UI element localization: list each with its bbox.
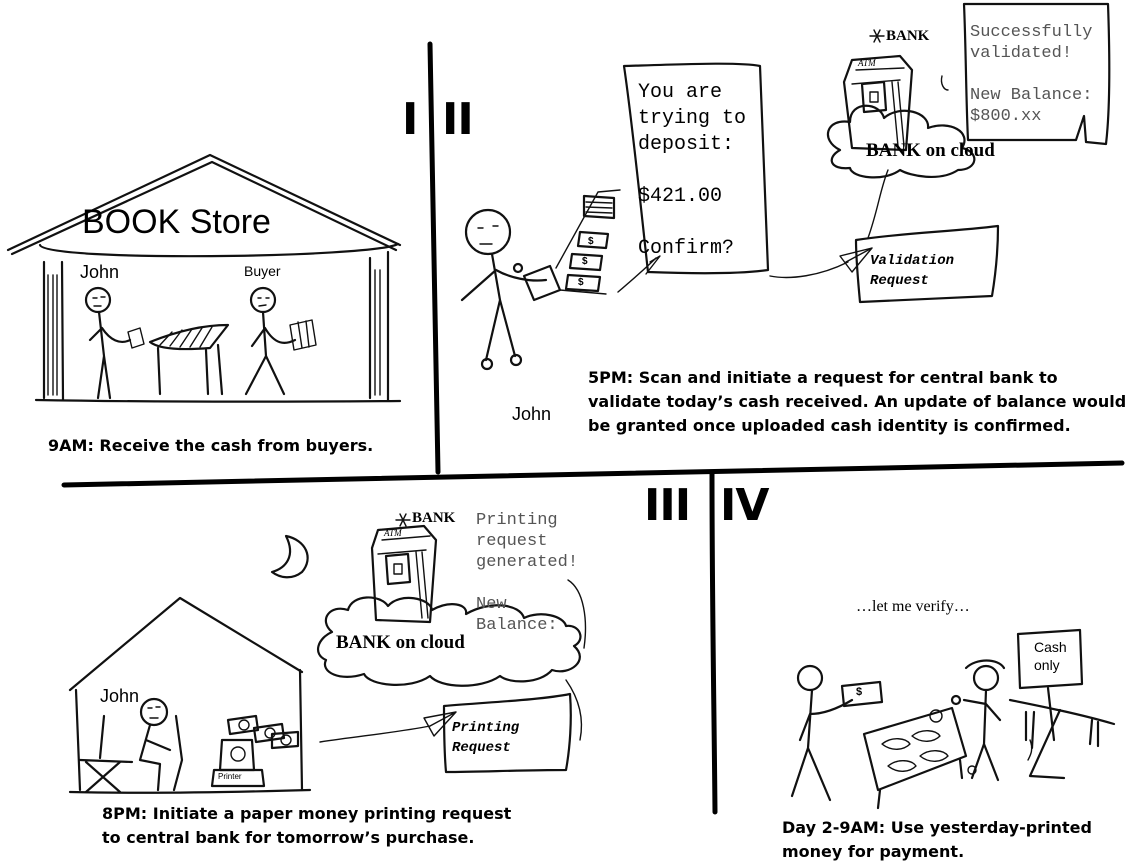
cloud-label-p3: BANK on cloud	[336, 632, 465, 654]
printing-request-label: Printing Request	[452, 718, 519, 758]
caption-p2-line2: validate today’s cash received. An updat…	[588, 390, 1126, 414]
bank-label-p2: BANK	[886, 28, 929, 45]
caption-p2-line1: 5PM: Scan and initiate a request for cen…	[588, 366, 1058, 390]
bill-symbol-c: $	[578, 277, 584, 288]
caption-p3-line2: to central bank for tomorrow’s purchase.	[102, 826, 474, 850]
john-label-p2: John	[512, 404, 551, 425]
bill-symbol-b: $	[582, 256, 588, 267]
bill-symbol-a: $	[588, 236, 594, 247]
panel-numeral-iii: III	[644, 484, 690, 528]
deposit-dialog-text: You are trying to deposit: $421.00 Confi…	[638, 80, 746, 262]
validation-request-label: Validation Request	[870, 251, 954, 291]
success-message: Successfully validated! New Balance: $80…	[970, 22, 1092, 127]
atm-label-p3: ATM	[384, 528, 402, 538]
john-figure-home	[140, 699, 170, 790]
caption-p3-line1: 8PM: Initiate a paper money printing req…	[102, 802, 511, 826]
panel-numeral-iv: IV	[720, 484, 768, 528]
bank-label-p3: BANK	[412, 510, 455, 527]
book-store-counter	[150, 325, 228, 394]
bill-symbol-p4: $	[856, 686, 862, 698]
verify-thought: …let me verify…	[856, 598, 970, 616]
caption-p4-line2: money for payment.	[782, 840, 964, 864]
cash-only-sign-text: Cash only	[1034, 638, 1067, 674]
cloud-label-p2: BANK on cloud	[866, 140, 995, 162]
book-store-building	[8, 155, 400, 402]
stall-shelf	[1010, 700, 1114, 778]
request-arrow-p3	[320, 712, 456, 742]
fish-stall	[864, 708, 966, 808]
buyer-figure	[246, 288, 316, 394]
book-store-sign: BOOK Store	[82, 202, 271, 242]
desk-chair	[80, 716, 182, 792]
panel-numeral-ii: II	[442, 98, 473, 142]
caption-p2-line3: be granted once uploaded cash identity i…	[588, 414, 1071, 438]
printing-generated-message: Printing request generated! New Balance:	[476, 510, 578, 636]
bank-atm-p2	[844, 30, 912, 150]
john-label-p3: John	[100, 686, 139, 707]
moon-icon	[272, 536, 308, 577]
buyer-label: Buyer	[244, 263, 281, 279]
john-figure-store	[86, 288, 144, 398]
john-figure-scanning	[462, 210, 560, 369]
john-label-p1: John	[80, 262, 119, 283]
panel-numeral-i: I	[402, 98, 417, 142]
caption-p1: 9AM: Receive the cash from buyers.	[48, 434, 373, 458]
bank-atm-p3	[372, 514, 436, 622]
caption-p4-line1: Day 2-9AM: Use yesterday-printed	[782, 816, 1092, 840]
atm-label-p2: ATM	[858, 58, 876, 68]
printer-label: Printer	[218, 772, 242, 781]
